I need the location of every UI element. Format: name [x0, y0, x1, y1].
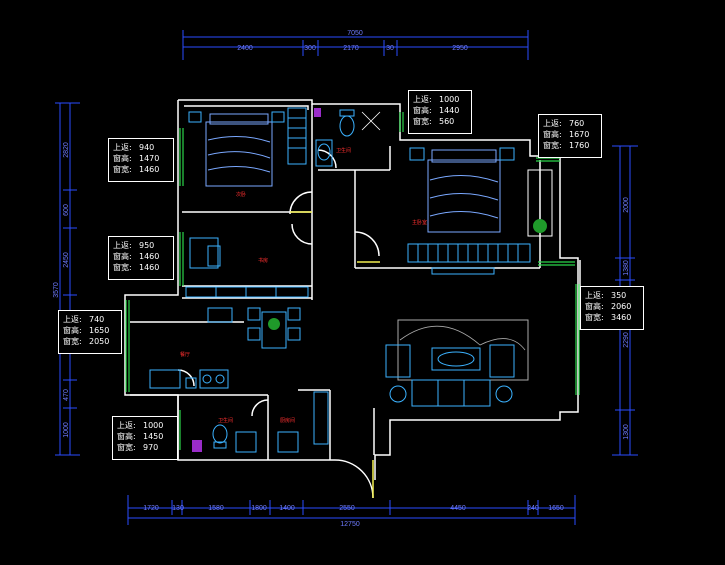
dim-bottom-3: 1580 — [208, 505, 224, 512]
room-labels: 次卧 书房 卫生间 主卧室 餐厅 卫生间 厨房间 — [180, 147, 427, 424]
dining-furniture — [207, 307, 301, 349]
dim-right-2: 1380 — [623, 260, 630, 276]
window-note-5: 上返:1000 窗高:1440 窗宽:560 — [408, 90, 472, 134]
dim-bottom-9: 1650 — [548, 505, 564, 512]
dim-bottom-8: 240 — [527, 505, 539, 512]
dim-right-5: 1300 — [623, 424, 630, 440]
room-label-bathroom-top: 卫生间 — [336, 147, 351, 154]
dim-left-4: 3570 — [53, 282, 60, 298]
dim-top-5: 2950 — [452, 45, 468, 52]
dim-top-3: 2170 — [343, 45, 359, 52]
room-label-bathroom-bottom: 卫生间 — [218, 417, 233, 424]
dim-bottom-total: 12750 — [340, 521, 360, 528]
windows — [125, 112, 580, 450]
dim-bottom-4: 1800 — [251, 505, 267, 512]
bed-master — [407, 147, 553, 275]
dim-top-4: 30 — [386, 45, 394, 52]
window-note-3: 上返:740 窗高:1650 窗宽:2050 — [58, 310, 122, 354]
room-label-kitchen: 厨房间 — [280, 417, 295, 424]
room-label-master-bedroom: 主卧室 — [412, 219, 427, 226]
bottom-dimension-chain: 1720 130 1580 1800 1400 2550 4450 240 16… — [127, 495, 576, 528]
window-note-2: 上返:950 窗高:1460 窗宽:1460 — [108, 236, 174, 280]
dim-left-6: 1000 — [63, 422, 70, 438]
dim-bottom-7: 4450 — [450, 505, 466, 512]
dim-bottom-5: 1400 — [279, 505, 295, 512]
dim-top-total: 7050 — [347, 30, 363, 37]
bed-secondary — [188, 107, 307, 187]
room-label-study: 书房 — [258, 257, 268, 264]
room-label-dining: 餐厅 — [180, 351, 190, 358]
kitchen-fixtures — [149, 369, 229, 389]
dim-right-1: 2000 — [623, 197, 630, 213]
walls — [124, 99, 581, 480]
dim-bottom-2: 130 — [172, 505, 184, 512]
dim-right-4: 2290 — [623, 332, 630, 348]
living-room-furniture — [385, 319, 529, 407]
window-note-7: 上返:350 窗高:2060 窗宽:3460 — [580, 286, 644, 330]
dim-left-2: 600 — [63, 204, 70, 216]
bathroom-top-fixtures — [314, 108, 381, 167]
room-label-secondary-bedroom: 次卧 — [236, 191, 246, 198]
dim-top-2: 300 — [304, 45, 316, 52]
bathroom-bottom-fixtures — [192, 391, 329, 453]
dim-left-1: 2820 — [63, 142, 70, 158]
dim-left-5: 470 — [63, 389, 70, 401]
dim-left-3: 2450 — [63, 252, 70, 268]
window-note-1: 上返:940 窗高:1470 窗宽:1460 — [108, 138, 174, 182]
window-note-6: 上返:760 窗高:1670 窗宽:1760 — [538, 114, 602, 158]
window-note-4: 上返:1000 窗高:1450 窗宽:970 — [112, 416, 178, 460]
top-dimension-chain: 7050 2400 300 2170 30 2950 — [182, 30, 529, 60]
dim-bottom-6: 2550 — [339, 505, 355, 512]
left-dimension-chain: 2820 600 2450 3570 470 1000 2000 — [53, 102, 80, 456]
study-furniture — [185, 237, 309, 298]
dim-top-1: 2400 — [237, 45, 253, 52]
dim-bottom-1: 1720 — [143, 505, 159, 512]
